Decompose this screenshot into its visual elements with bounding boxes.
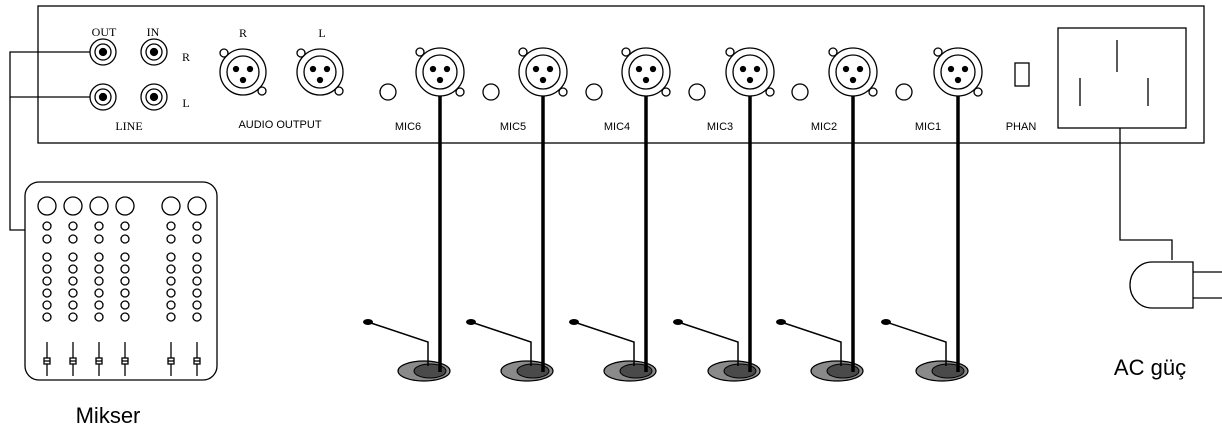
mic2-label: MIC2 [811, 121, 837, 133]
audio-output-label: AUDIO OUTPUT [238, 119, 321, 131]
mic-input-2 [828, 47, 878, 97]
line-cable [9, 51, 90, 231]
microphone-6 [363, 96, 451, 382]
microphone-2 [776, 96, 864, 382]
mic5-label: MIC5 [500, 121, 526, 133]
audio-r-label: R [239, 26, 247, 40]
line-in-label: IN [147, 25, 160, 39]
mic3-label: MIC3 [707, 121, 733, 133]
mic-input-4 [621, 47, 671, 97]
ac-label: AC güç [1114, 355, 1186, 380]
microphone-3 [673, 96, 761, 382]
ac-socket [1057, 27, 1187, 129]
audio-output-xlr-l [296, 48, 344, 96]
mic-indicator-leds [379, 83, 913, 101]
ac-plug [1119, 128, 1222, 309]
phantom-power-switch [1014, 62, 1030, 87]
mic-input-6 [415, 47, 465, 97]
line-l-label: L [182, 96, 189, 110]
mic-input-1 [933, 47, 983, 97]
phan-label: PHAN [1006, 121, 1037, 133]
mic6-label: MIC6 [395, 121, 421, 133]
line-r-label: R [182, 50, 190, 64]
line-label: LINE [115, 119, 142, 133]
mic4-label: MIC4 [604, 121, 630, 133]
audio-output-xlr-r [219, 48, 267, 96]
microphone-5 [466, 96, 554, 382]
microphone-1 [881, 96, 969, 382]
mic-input-3 [725, 47, 775, 97]
mic1-label: MIC1 [915, 121, 941, 133]
mic-input-5 [518, 47, 568, 97]
mixer-label: Mikser [76, 403, 141, 428]
mixer [24, 181, 218, 381]
audio-l-label: L [318, 26, 325, 40]
microphone-4 [569, 96, 657, 382]
rear-panel [37, 5, 1205, 144]
line-out-label: OUT [92, 25, 117, 39]
line-jacks [89, 38, 168, 111]
